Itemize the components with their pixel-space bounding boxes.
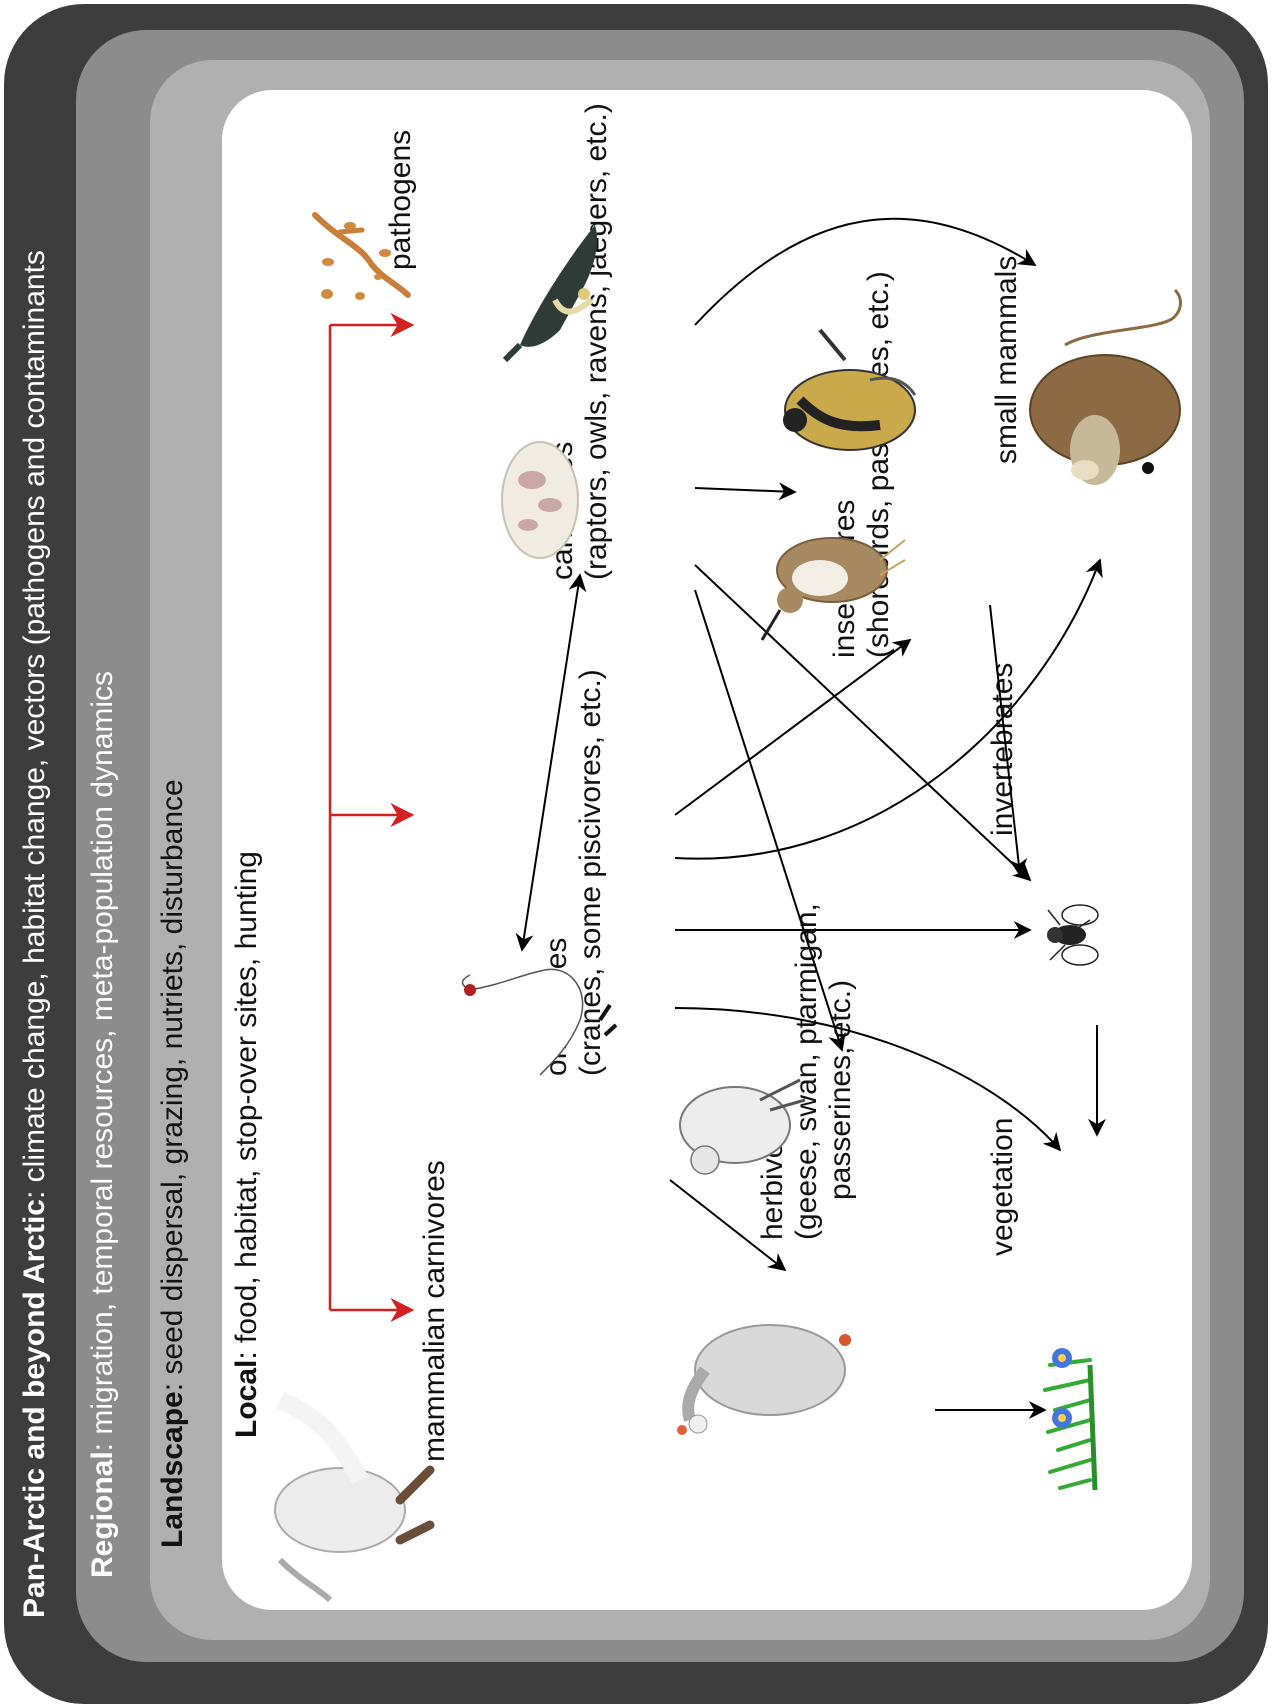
arrow-omnivores-insectivores bbox=[674, 638, 912, 816]
fly-icon bbox=[1047, 904, 1099, 966]
food-web-links bbox=[515, 217, 1106, 1419]
arrow-omnivores-herbivores bbox=[669, 1179, 787, 1272]
pathogen-icon bbox=[312, 212, 411, 300]
plover-icon bbox=[783, 328, 917, 451]
arrow-omnivores-small-mammals bbox=[674, 558, 1103, 860]
arrow-carnivores-omnivores bbox=[515, 573, 587, 952]
pathogen-links bbox=[328, 313, 415, 1322]
arrow-carnivores-invertebrates bbox=[694, 564, 1032, 882]
arrow-omnivores-vegetation bbox=[674, 1007, 1062, 1152]
owl-icon bbox=[501, 441, 579, 559]
arrow-carnivores-insectivores bbox=[694, 482, 797, 501]
mouse-icon bbox=[1029, 288, 1182, 485]
shorebird-icon bbox=[760, 537, 906, 641]
grass-icon bbox=[1043, 1348, 1098, 1491]
crane-icon bbox=[461, 968, 618, 1076]
arrow-carnivores-small-mammals bbox=[694, 217, 1037, 326]
arrow-carnivores-herbivores bbox=[694, 589, 846, 1052]
arctic-fox-icon bbox=[274, 1391, 435, 1603]
falcon-icon bbox=[502, 225, 598, 363]
goose-icon bbox=[677, 1324, 851, 1435]
ptarmigan-icon bbox=[679, 1078, 806, 1175]
arrow-insectivores-invertebrates bbox=[989, 604, 1028, 877]
